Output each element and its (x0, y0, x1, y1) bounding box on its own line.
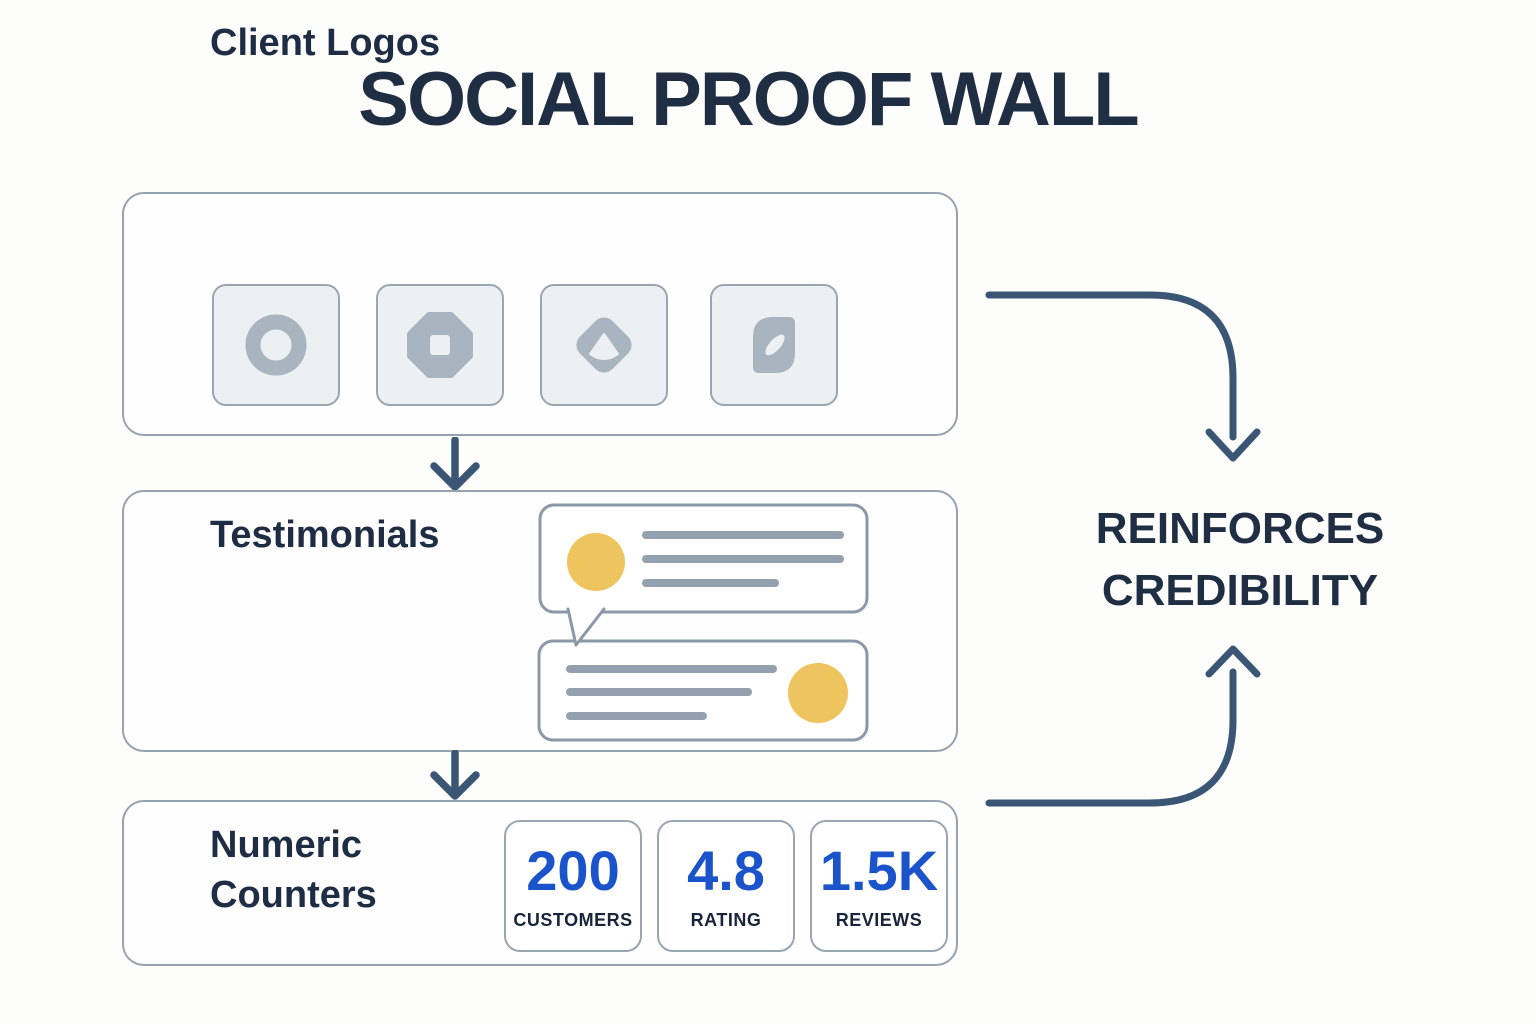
outcome-text: REINFORCES CREDIBILITY (1085, 498, 1395, 622)
speech-bubble-tail (566, 606, 606, 645)
arrow-logos-to-outcome (985, 291, 1261, 462)
avatar-circle (788, 663, 848, 723)
octagon-logo-icon (407, 312, 473, 378)
counter-card-customers: 200 CUSTOMERS (504, 820, 642, 952)
arrow-testimonials-to-counters (430, 750, 480, 800)
avatar-circle (567, 533, 625, 591)
outcome-line-2: CREDIBILITY (1101, 566, 1379, 615)
testimonials-illustration (537, 503, 869, 742)
counter-label: CUSTOMERS (513, 909, 633, 930)
diamond-logo-icon (576, 317, 632, 373)
counter-label: RATING (690, 909, 762, 930)
testimonials-heading: Testimonials (210, 514, 440, 556)
logo-tile (540, 284, 668, 406)
testimonial-text-lines (642, 531, 844, 587)
numeric-counters-panel: Numeric Counters 200 CUSTOMERS 4.8 RATIN… (122, 800, 958, 966)
client-logos-panel: Client Logos (122, 22, 958, 436)
counter-label: REVIEWS (835, 909, 923, 930)
ring-logo-icon (245, 314, 307, 376)
logo-tile (212, 284, 340, 406)
speech-bubble-top (538, 503, 869, 647)
client-logos-heading: Client Logos (210, 22, 441, 64)
outcome-line-1: REINFORCES (1095, 504, 1385, 553)
logo-tile (376, 284, 504, 406)
arrow-counters-to-outcome (985, 645, 1261, 807)
counter-card-rating: 4.8 RATING (657, 820, 795, 952)
page-title: SOCIAL PROOF WALL (358, 57, 1139, 142)
logo-tile (710, 284, 838, 406)
testimonial-text-lines (566, 665, 777, 720)
speech-bubble-bottom (537, 639, 869, 742)
counter-value: 4.8 (687, 838, 765, 902)
counter-card-reviews: 1.5K REVIEWS (810, 820, 948, 952)
arrow-logos-to-testimonials (430, 437, 480, 491)
leaf-logo-icon (753, 317, 795, 373)
numeric-counters-heading: Numeric Counters (210, 824, 377, 916)
counter-value: 200 (526, 838, 620, 902)
counter-value: 1.5K (819, 838, 939, 902)
